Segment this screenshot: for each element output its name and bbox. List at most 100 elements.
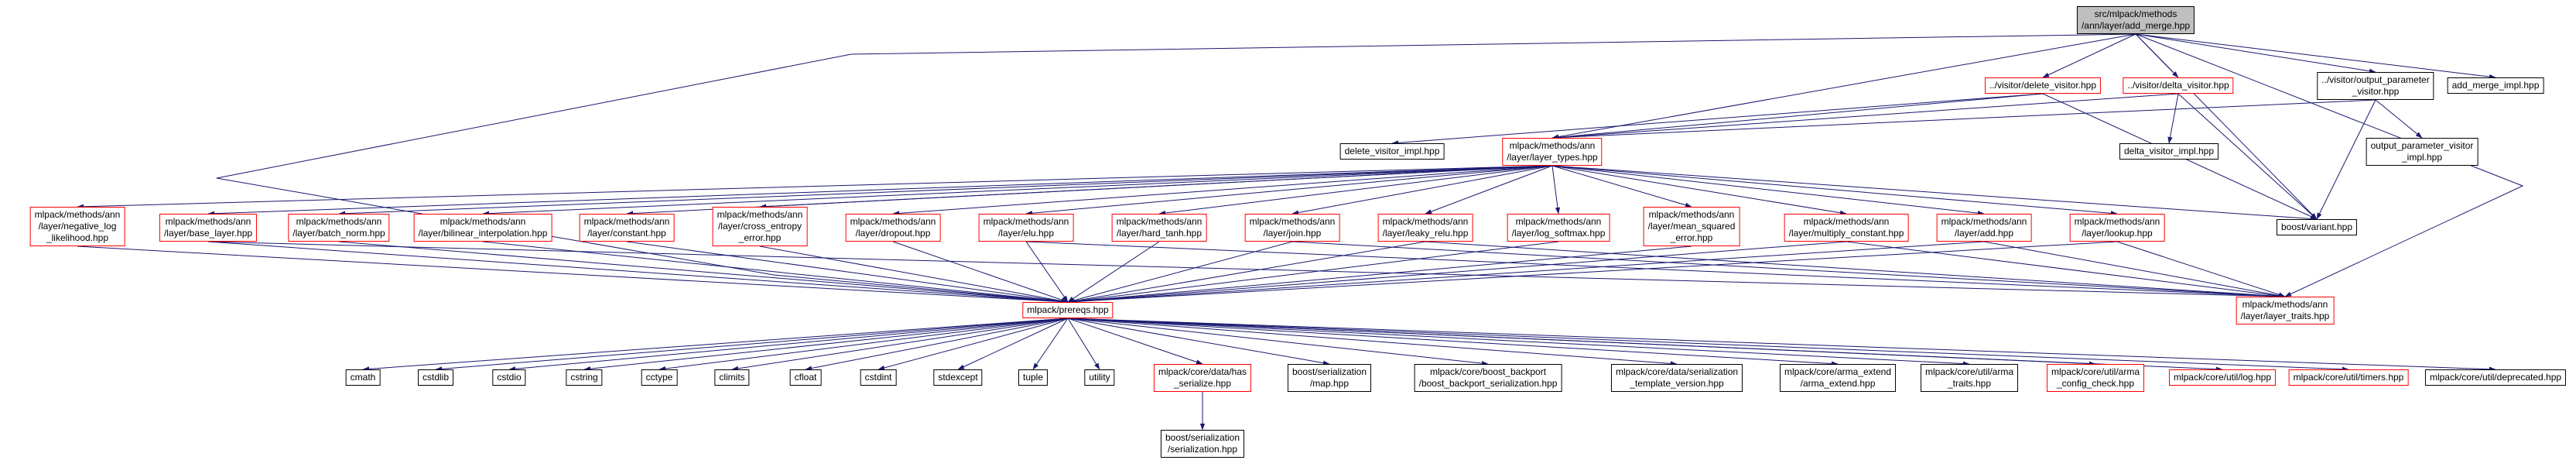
edge-dropout-to-prereqs — [892, 241, 1069, 303]
graph-node-prereqs[interactable]: mlpack/prereqs.hpp — [1022, 302, 1114, 318]
edge-lookup-to-layer_traits — [2116, 241, 2286, 297]
edge-prereqs-to-log — [1067, 318, 2223, 372]
graph-node-cstdlib: cstdlib — [417, 369, 454, 386]
graph-node-label: boost/variant.hpp — [2280, 221, 2353, 232]
graph-node-label: mlpack/core/data/serialization _template… — [1615, 366, 1739, 389]
edge-prereqs-to-stdexcept — [957, 318, 1069, 370]
graph-node-has-serialize[interactable]: mlpack/core/data/has _serialize.hpp — [1153, 364, 1252, 392]
edge-elu-to-layer_traits — [1025, 241, 2286, 299]
graph-node-bilinear-interpolation[interactable]: mlpack/methods/ann /layer/bilinear_inter… — [413, 214, 552, 242]
edge-batch_norm-to-prereqs — [338, 241, 1069, 304]
graph-node-serialization-template-version: mlpack/core/data/serialization _template… — [1610, 364, 1743, 392]
graph-node-label: delete_visitor_impl.hpp — [1344, 146, 1440, 156]
graph-node-add-merge: src/mlpack/methods /ann/layer/add_merge.… — [2076, 6, 2195, 34]
edge-output_parameter_visitor-to-boost_variant — [2316, 99, 2376, 220]
graph-node-add[interactable]: mlpack/methods/ann /layer/add.hpp — [1936, 214, 2032, 242]
edge-layer_types-to-lookup — [1551, 165, 2118, 216]
edge-layer_types-to-join — [1291, 165, 1553, 215]
graph-node-log-softmax[interactable]: mlpack/methods/ann /layer/log_softmax.hp… — [1507, 214, 1610, 242]
edge-layer_types-to-add — [1551, 165, 1985, 216]
edge-layer_types-to-mean_squared_error — [1551, 165, 1692, 208]
graph-node-leaky-relu[interactable]: mlpack/methods/ann /layer/leaky_relu.hpp — [1377, 214, 1473, 242]
graph-node-label: ../visitor/output_parameter _visitor.hpp — [2321, 74, 2430, 97]
graph-node-label: cstdio — [497, 372, 522, 383]
graph-node-cross-entropy-error[interactable]: mlpack/methods/ann /layer/cross_entropy … — [712, 207, 808, 246]
edge-prereqs-to-cstdio — [508, 318, 1069, 372]
graph-node-log[interactable]: mlpack/core/util/log.hpp — [2168, 369, 2277, 386]
edge-leaky_relu-to-layer_traits — [1425, 241, 2286, 299]
graph-node-join[interactable]: mlpack/methods/ann /layer/join.hpp — [1244, 214, 1340, 242]
edge-prereqs-to-utility — [1067, 318, 1100, 370]
edge-lookup-to-prereqs — [1067, 241, 2118, 304]
edge-constant-to-prereqs — [626, 241, 1069, 304]
edge-prereqs-to-cmath — [362, 318, 1069, 372]
edge-cross_entropy_error-to-prereqs — [759, 246, 1069, 304]
edge-layer_types-to-log_softmax — [1551, 165, 1561, 215]
graph-node-negative-log-likelihood[interactable]: mlpack/methods/ann /layer/negative_log _… — [29, 207, 125, 246]
graph-node-batch-norm[interactable]: mlpack/methods/ann /layer/batch_norm.hpp — [288, 214, 390, 242]
edge-delete_visitor-to-delete_visitor_impl — [1391, 93, 2044, 146]
graph-node-climits: climits — [714, 369, 750, 386]
graph-node-elu[interactable]: mlpack/methods/ann /layer/elu.hpp — [978, 214, 1074, 242]
edge-add_merge-to-prereqs — [216, 33, 2136, 304]
graph-node-layer-traits[interactable]: mlpack/methods/ann /layer/layer_traits.h… — [2236, 297, 2335, 324]
graph-node-boost-variant: boost/variant.hpp — [2276, 219, 2358, 235]
graph-node-delta-visitor-impl: delta_visitor_impl.hpp — [2119, 143, 2219, 160]
graph-node-constant[interactable]: mlpack/methods/ann /layer/constant.hpp — [579, 214, 675, 242]
edge-output_parameter_visitor-to-output_parameter_visitor_impl — [2375, 99, 2423, 139]
graph-node-label: mlpack/core/util/arma _config_check.hpp — [2051, 366, 2140, 389]
graph-node-delete-visitor-impl: delete_visitor_impl.hpp — [1339, 143, 1445, 160]
edge-add_merge-to-layer_types — [1551, 33, 2136, 139]
graph-node-label: mlpack/methods/ann /layer/dropout.hpp — [850, 216, 936, 239]
graph-node-cstdio: cstdio — [492, 369, 526, 386]
graph-node-delete-visitor[interactable]: ../visitor/delete_visitor.hpp — [1984, 77, 2102, 94]
graph-node-add-merge-impl: add_merge_impl.hpp — [2447, 77, 2544, 94]
graph-node-mean-squared-error[interactable]: mlpack/methods/ann /layer/mean_squared _… — [1643, 207, 1740, 246]
graph-node-multiply-constant[interactable]: mlpack/methods/ann /layer/multiply_const… — [1784, 214, 1909, 242]
graph-node-delta-visitor[interactable]: ../visitor/delta_visitor.hpp — [2123, 77, 2234, 94]
edge-add_merge-to-boost_variant — [2135, 33, 2318, 220]
edge-layer_types-to-elu — [1025, 165, 1553, 216]
edge-add-to-layer_traits — [1983, 241, 2286, 298]
graph-node-base-layer[interactable]: mlpack/methods/ann /layer/base_layer.hpp — [159, 214, 258, 242]
graph-node-lookup[interactable]: mlpack/methods/ann /layer/lookup.hpp — [2069, 214, 2165, 242]
graph-node-label: cfloat — [794, 372, 817, 383]
graph-node-label: mlpack/methods/ann /layer/mean_squared _… — [1647, 209, 1736, 243]
edge-prereqs-to-arma_traits — [1067, 318, 1970, 366]
graph-node-output-parameter-visitor: ../visitor/output_parameter _visitor.hpp — [2317, 72, 2434, 100]
graph-node-label: cctype — [645, 372, 673, 383]
graph-node-dropout[interactable]: mlpack/methods/ann /layer/dropout.hpp — [845, 214, 941, 242]
graph-node-label: mlpack/methods/ann /layer/bilinear_inter… — [418, 216, 548, 239]
edge-prereqs-to-serialization_template_version — [1067, 318, 1678, 366]
graph-node-hard-tanh[interactable]: mlpack/methods/ann /layer/hard_tanh.hpp — [1111, 214, 1207, 242]
edge-delta_visitor-to-boost_variant — [2177, 93, 2318, 220]
graph-node-label: mlpack/prereqs.hpp — [1027, 304, 1109, 315]
edge-log_softmax-to-prereqs — [1067, 241, 1559, 304]
edge-layer_types-to-base_layer — [207, 165, 1553, 216]
edge-prereqs-to-arma_extend — [1067, 318, 1839, 366]
edge-prereqs-to-cstdlib — [435, 318, 1069, 372]
edge-prereqs-to-cfloat — [805, 318, 1069, 371]
edge-delta_visitor-to-delta_visitor_impl — [2167, 93, 2179, 144]
edge-leaky_relu-to-prereqs — [1067, 241, 1426, 304]
graph-node-label: mlpack/methods/ann /layer/base_layer.hpp — [163, 216, 253, 239]
edge-add-to-prereqs — [1067, 241, 1985, 304]
graph-node-layer-types[interactable]: mlpack/methods/ann /layer/layer_types.hp… — [1502, 138, 1603, 166]
graph-node-label: mlpack/core/util/timers.hpp — [2293, 372, 2404, 383]
graph-node-label: cstring — [570, 372, 598, 383]
edge-layer_types-to-negative_log_likelihood — [77, 165, 1553, 209]
graph-node-label: mlpack/methods/ann /layer/multiply_const… — [1788, 216, 1904, 239]
graph-node-label: mlpack/core/util/deprecated.hpp — [2429, 372, 2562, 383]
graph-node-label: mlpack/core/boost_backport /boost_backpo… — [1418, 366, 1558, 389]
graph-node-boost-serialization-serialization: boost/serialization /serialization.hpp — [1160, 430, 1245, 458]
edge-multiply_constant-to-prereqs — [1067, 241, 1847, 304]
graph-node-cctype: cctype — [641, 369, 678, 386]
graph-node-arma-config-check[interactable]: mlpack/core/util/arma _config_check.hpp — [2046, 364, 2145, 392]
graph-node-timers[interactable]: mlpack/core/util/timers.hpp — [2288, 369, 2409, 386]
edge-layer_types-to-multiply_constant — [1551, 165, 1847, 215]
graph-node-label: mlpack/methods/ann /layer/elu.hpp — [983, 216, 1069, 239]
graph-node-label: mlpack/methods/ann /layer/hard_tanh.hpp — [1116, 216, 1202, 239]
edge-delete_visitor-to-layer_types — [1551, 93, 2044, 140]
graph-node-label: ../visitor/delete_visitor.hpp — [1989, 80, 2097, 91]
